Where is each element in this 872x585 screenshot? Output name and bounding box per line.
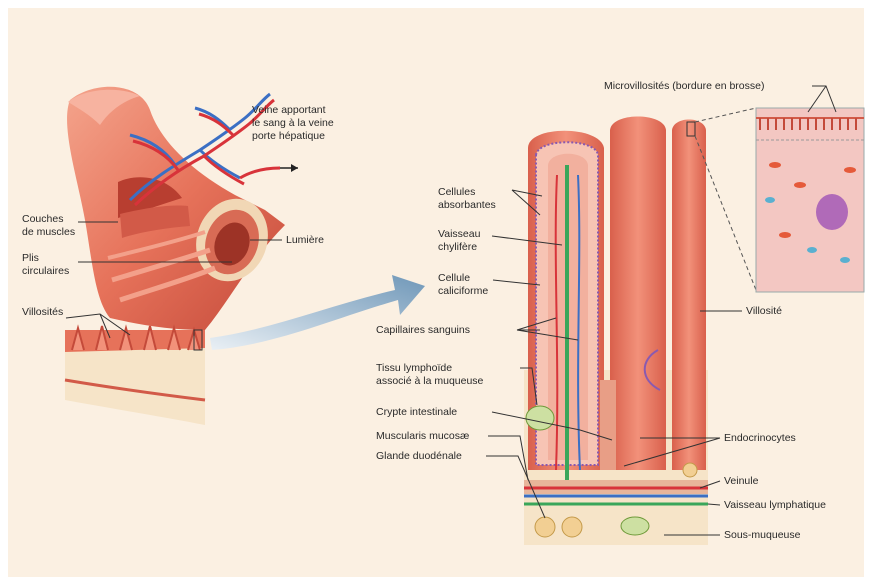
label-vaisseau-lymphatique: Vaisseau lymphatique: [724, 499, 826, 512]
villus-section: [524, 108, 756, 545]
label-muscularis-mucosae: Muscularis mucosæ: [376, 430, 469, 443]
label-lumiere: Lumière: [286, 234, 324, 247]
label-veinule: Veinule: [724, 475, 758, 488]
microvilli-inset: [756, 108, 864, 292]
zoom-arrow: [210, 275, 425, 350]
label-cellules-absorbantes: Cellules absorbantes: [438, 186, 496, 212]
label-vaisseau-chylifere: Vaisseau chylifère: [438, 228, 480, 254]
label-couches-muscles: Couches de muscles: [22, 213, 75, 239]
label-villosites: Villosités: [22, 306, 63, 319]
label-plis-circulaires: Plis circulaires: [22, 252, 69, 278]
label-microvillosites: Microvillosités (bordure en brosse): [604, 80, 764, 93]
label-veine-porte: Veine apportant le sang à la veine porte…: [252, 104, 334, 143]
label-endocrinocytes: Endocrinocytes: [724, 432, 796, 445]
label-crypte-intestinale: Crypte intestinale: [376, 406, 457, 419]
label-cellule-caliciforme: Cellule caliciforme: [438, 272, 488, 298]
label-glande-duodenale: Glande duodénale: [376, 450, 462, 463]
label-villosite: Villosité: [746, 305, 782, 318]
label-tissu-lymphoide: Tissu lymphoïde associé à la muqueuse: [376, 362, 483, 388]
label-sous-muqueuse: Sous-muqueuse: [724, 529, 800, 542]
label-capillaires-sanguins: Capillaires sanguins: [376, 324, 470, 337]
